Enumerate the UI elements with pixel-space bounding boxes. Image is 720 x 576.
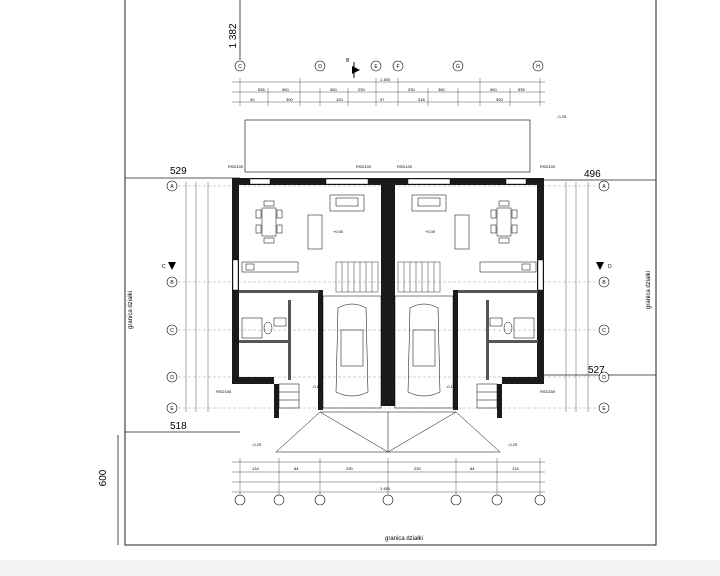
- level-ground-left: +0,00: [333, 229, 344, 234]
- stairs-right: [397, 261, 441, 293]
- viewer-bottom-bar: [0, 560, 720, 576]
- axis-left-1: A: [170, 184, 174, 190]
- right-axis-markers: A B C D E: [598, 180, 610, 414]
- dim-left-lower-label: 518: [170, 421, 187, 432]
- axis-top-6: H: [536, 64, 540, 70]
- svg-text:960: 960: [282, 87, 289, 92]
- kitchen-right: [479, 261, 537, 273]
- garage-right: [394, 295, 454, 409]
- boundary-bottom-label: granica działki: [385, 536, 423, 542]
- sofa-right: [411, 194, 470, 250]
- svg-text:84: 84: [294, 466, 299, 471]
- svg-text:134: 134: [512, 466, 519, 471]
- driveway: [275, 411, 501, 453]
- bottom-dimension-chains: [232, 458, 545, 496]
- interior-walls: [239, 290, 538, 380]
- dim-right-upper-label: 496: [584, 169, 601, 180]
- level-ground-right: +0,00: [425, 229, 436, 234]
- top-dimension-chains: [232, 78, 545, 106]
- svg-text:1 450: 1 450: [380, 77, 391, 82]
- svg-text:300: 300: [286, 97, 293, 102]
- garage-left: [322, 295, 382, 409]
- window-label-bottom-right: RSD150: [540, 389, 556, 394]
- dim-right-lower-label: 527: [588, 365, 605, 376]
- level-terrain-bottom-left: -0,25: [252, 442, 262, 447]
- porch-left: [278, 383, 300, 409]
- window-openings: [232, 178, 544, 291]
- svg-text:120: 120: [336, 97, 343, 102]
- svg-text:318: 318: [418, 97, 425, 102]
- dim-top-label: 1 382: [228, 23, 239, 48]
- axis-right-5: E: [602, 406, 606, 412]
- axis-left-4: D: [170, 375, 174, 381]
- window-labels: RSD100 RSD100 RSD100 RSD100 RSD150 RSD15…: [216, 164, 556, 394]
- porch-right: [476, 383, 498, 409]
- window-label-top-center-right: RSD100: [397, 164, 413, 169]
- axis-left-5: E: [170, 406, 174, 412]
- bottom-dimension-values: 134 84 230 230 84 134 1 450: [252, 466, 519, 491]
- axis-top-3: E: [374, 64, 378, 70]
- svg-text:84: 84: [470, 466, 475, 471]
- axis-top-2: D: [318, 64, 322, 70]
- window-label-top-right: RSD100: [540, 164, 556, 169]
- level-terrain-bottom-right: -0,25: [508, 442, 518, 447]
- svg-text:230: 230: [408, 87, 415, 92]
- bathroom-left: [241, 317, 287, 339]
- section-top-label: B: [346, 58, 350, 64]
- section-marker-top: B: [346, 58, 360, 78]
- section-marker-right: D: [596, 262, 612, 270]
- svg-text:97: 97: [380, 97, 385, 102]
- axis-right-1: A: [602, 184, 606, 190]
- svg-text:1 450: 1 450: [380, 486, 391, 491]
- axis-right-2: B: [602, 280, 606, 286]
- svg-text:230: 230: [358, 87, 365, 92]
- section-left-label: C: [162, 264, 166, 270]
- axis-right-4: D: [602, 375, 606, 381]
- bathroom-right: [489, 317, 535, 339]
- dining-table-right: [490, 200, 518, 244]
- boundary-right-label: granica działki: [646, 271, 652, 309]
- svg-text:230: 230: [414, 466, 421, 471]
- svg-text:360: 360: [438, 87, 445, 92]
- axis-top-4: F: [396, 64, 399, 70]
- bottom-axis-markers: [234, 494, 546, 506]
- axis-left-3: C: [170, 328, 174, 334]
- top-axis-markers: C D E F G H: [234, 60, 544, 72]
- axis-right-3: C: [602, 328, 606, 334]
- dim-left-upper-label: 529: [170, 166, 187, 177]
- level-garage-left: -0,17: [312, 384, 322, 389]
- window-label-top-left: RSD100: [228, 164, 244, 169]
- plot-boundary: [124, 0, 657, 546]
- level-garage-right: -0,17: [446, 384, 456, 389]
- dining-table-left: [255, 200, 283, 244]
- window-label-bottom-left: RSD150: [216, 389, 232, 394]
- boundary-left-label: granica działki: [128, 291, 134, 329]
- stairs-left: [335, 261, 379, 293]
- level-terrain-top: -0,25: [557, 114, 567, 119]
- kitchen-left: [241, 261, 299, 273]
- section-marker-left: C: [162, 262, 176, 270]
- svg-text:960: 960: [490, 87, 497, 92]
- axis-top-1: C: [238, 64, 242, 70]
- window-label-top-center-left: RSD100: [356, 164, 372, 169]
- dim-left-vertical-label: 600: [98, 469, 109, 486]
- svg-text:535: 535: [518, 87, 525, 92]
- axis-top-5: G: [456, 64, 460, 70]
- svg-text:230: 230: [346, 466, 353, 471]
- axis-left-2: B: [170, 280, 174, 286]
- svg-text:535: 535: [258, 87, 265, 92]
- terrace-outline: [244, 119, 531, 173]
- svg-text:40: 40: [250, 97, 255, 102]
- side-dimension-chains: [185, 182, 589, 412]
- left-axis-markers: A B C D E: [166, 180, 178, 414]
- svg-text:360: 360: [330, 87, 337, 92]
- sofa-left: [307, 194, 365, 250]
- svg-text:300: 300: [496, 97, 503, 102]
- svg-text:134: 134: [252, 466, 259, 471]
- section-right-label: D: [608, 264, 612, 270]
